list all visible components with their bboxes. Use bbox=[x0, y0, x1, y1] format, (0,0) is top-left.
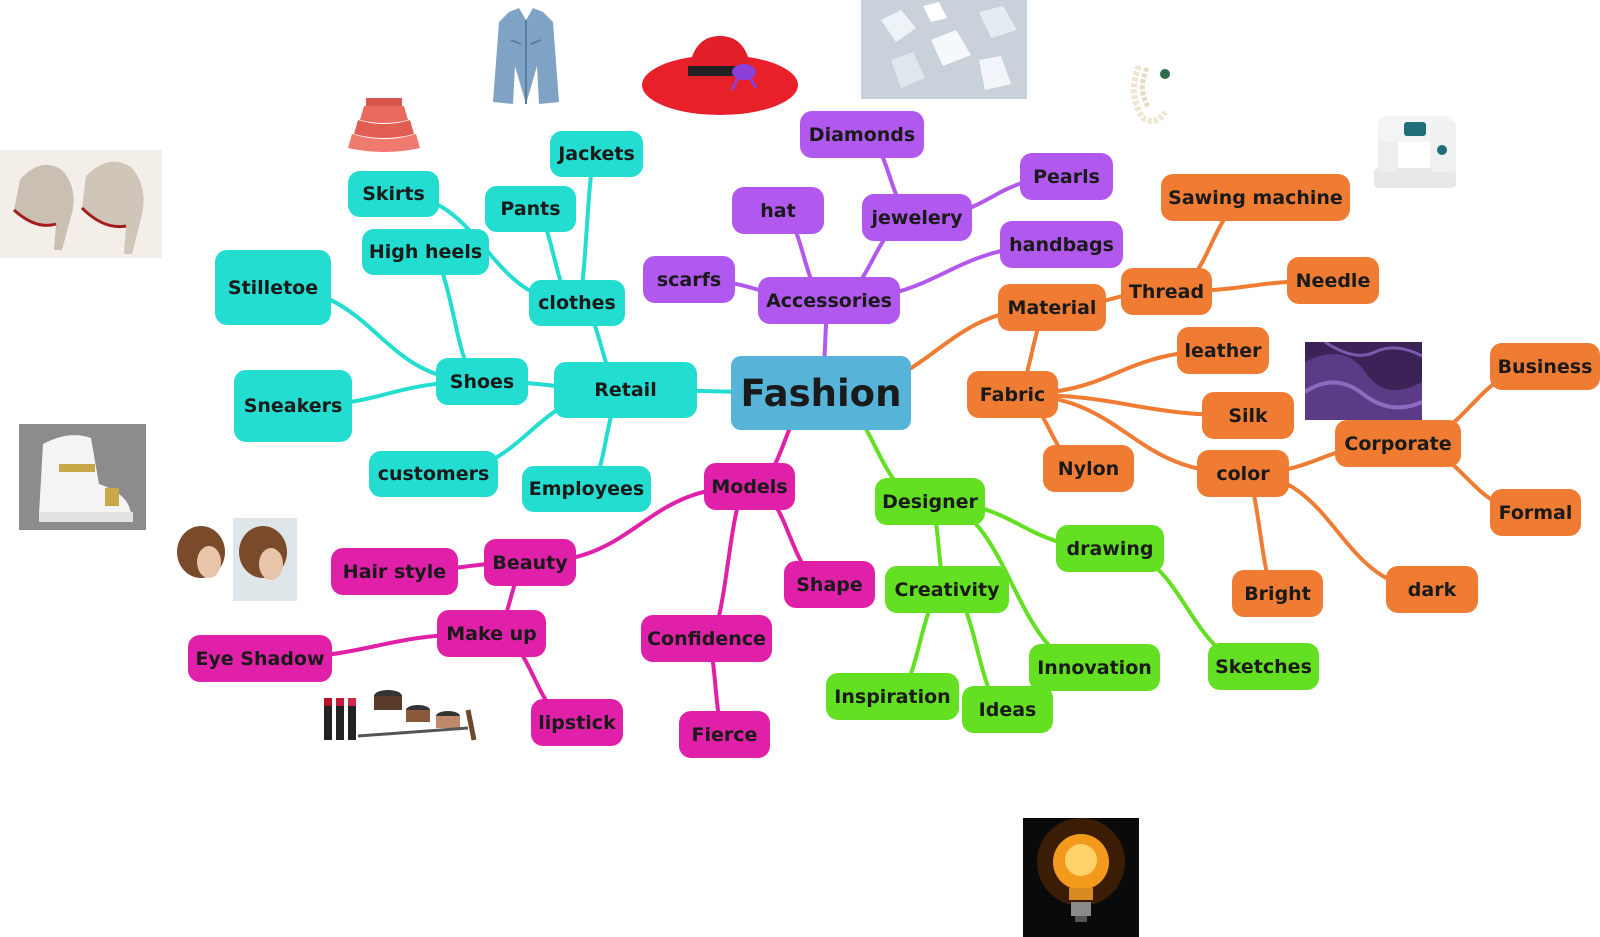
jacket-image bbox=[487, 6, 565, 106]
node-clothes[interactable]: clothes bbox=[529, 280, 625, 326]
node-diamonds[interactable]: Diamonds bbox=[800, 111, 924, 158]
node-color[interactable]: color bbox=[1197, 450, 1289, 497]
node-jewelery[interactable]: jewelery bbox=[862, 194, 972, 241]
node-shape[interactable]: Shape bbox=[784, 561, 875, 608]
node-make-up[interactable]: Make up bbox=[437, 610, 546, 657]
node-business[interactable]: Business bbox=[1490, 343, 1600, 390]
node-fashion[interactable]: Fashion bbox=[731, 356, 911, 430]
sneaker-image bbox=[19, 424, 146, 530]
node-shoes[interactable]: Shoes bbox=[436, 358, 528, 405]
node-designer[interactable]: Designer bbox=[875, 478, 985, 525]
node-creativity[interactable]: Creativity bbox=[885, 566, 1009, 613]
node-employees[interactable]: Employees bbox=[522, 466, 651, 512]
node-dark[interactable]: dark bbox=[1386, 566, 1478, 613]
node-stilletoe[interactable]: Stilletoe bbox=[215, 250, 331, 325]
node-hair-style[interactable]: Hair style bbox=[331, 548, 458, 595]
diamonds-image bbox=[861, 0, 1027, 99]
node-ideas[interactable]: Ideas bbox=[962, 686, 1053, 733]
hat-image bbox=[640, 30, 800, 120]
node-bright[interactable]: Bright bbox=[1232, 570, 1323, 617]
node-inspiration[interactable]: Inspiration bbox=[826, 673, 959, 720]
node-material[interactable]: Material bbox=[998, 284, 1106, 331]
sewing-machine-image bbox=[1368, 106, 1461, 196]
node-innovation[interactable]: Innovation bbox=[1029, 644, 1160, 691]
node-sawing-machine[interactable]: Sawing machine bbox=[1161, 174, 1350, 221]
node-needle[interactable]: Needle bbox=[1287, 257, 1379, 304]
node-jackets[interactable]: Jackets bbox=[550, 131, 643, 177]
node-accessories[interactable]: Accessories bbox=[758, 277, 900, 324]
lightbulb-image bbox=[1023, 818, 1139, 937]
node-models[interactable]: Models bbox=[704, 463, 795, 510]
node-skirts[interactable]: Skirts bbox=[348, 171, 439, 217]
node-fierce[interactable]: Fierce bbox=[679, 711, 770, 758]
node-retail[interactable]: Retail bbox=[554, 362, 697, 418]
makeup-image bbox=[318, 680, 480, 748]
node-eye-shadow[interactable]: Eye Shadow bbox=[188, 635, 332, 682]
node-pearls[interactable]: Pearls bbox=[1020, 153, 1113, 200]
node-sketches[interactable]: Sketches bbox=[1208, 643, 1319, 690]
node-drawing[interactable]: drawing bbox=[1056, 525, 1164, 572]
node-formal[interactable]: Formal bbox=[1490, 489, 1581, 536]
pearls-image bbox=[1125, 60, 1179, 128]
node-confidence[interactable]: Confidence bbox=[641, 615, 772, 662]
node-handbags[interactable]: handbags bbox=[1000, 221, 1123, 268]
node-hat[interactable]: hat bbox=[732, 187, 824, 234]
node-customers[interactable]: customers bbox=[369, 451, 498, 497]
node-beauty[interactable]: Beauty bbox=[484, 539, 576, 586]
node-pants[interactable]: Pants bbox=[485, 186, 576, 232]
node-corporate[interactable]: Corporate bbox=[1335, 420, 1461, 467]
fabric-image bbox=[1305, 342, 1422, 420]
node-thread[interactable]: Thread bbox=[1121, 268, 1212, 315]
node-silk[interactable]: Silk bbox=[1202, 392, 1294, 439]
heels-image bbox=[0, 150, 162, 258]
node-fabric[interactable]: Fabric bbox=[967, 371, 1058, 418]
node-scarfs[interactable]: scarfs bbox=[643, 256, 735, 303]
node-nylon[interactable]: Nylon bbox=[1043, 445, 1134, 492]
node-sneakers[interactable]: Sneakers bbox=[234, 370, 352, 442]
hairstyle-image bbox=[169, 518, 297, 601]
node-leather[interactable]: leather bbox=[1177, 327, 1269, 374]
skirt-image bbox=[344, 96, 424, 152]
node-high-heels[interactable]: High heels bbox=[362, 229, 489, 275]
node-lipstick[interactable]: lipstick bbox=[531, 699, 623, 746]
